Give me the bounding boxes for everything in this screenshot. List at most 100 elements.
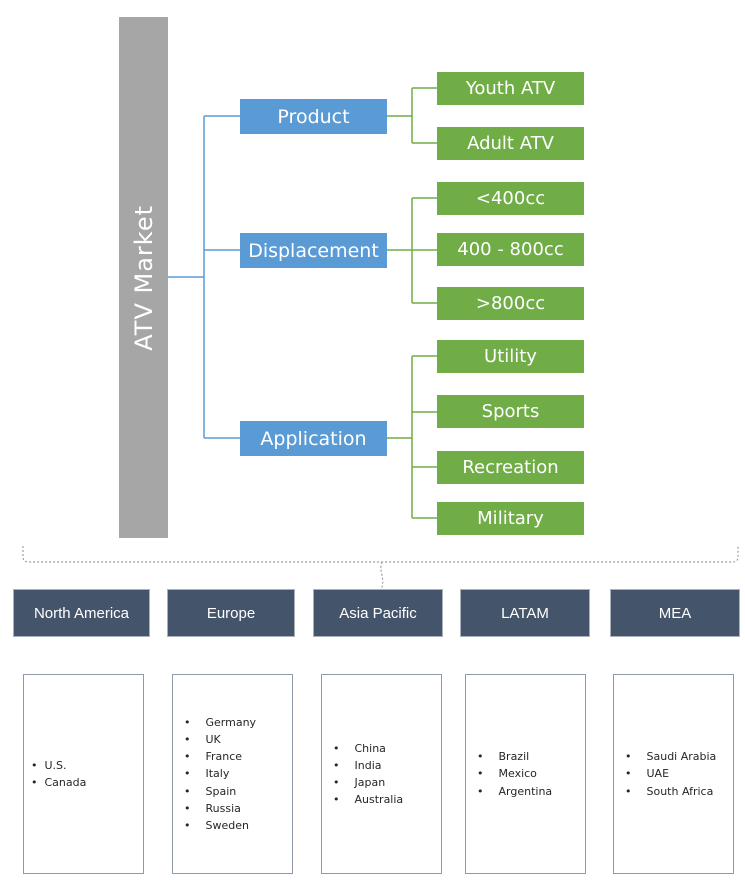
region-bracket-center-tick [380,561,384,591]
country-item: • Russia [184,800,290,817]
segment-application: Application [240,421,387,456]
country-label: China [354,741,386,755]
segment-label: Application [260,427,367,450]
country-label: Argentina [498,784,553,798]
country-item: • U.S. [31,757,141,774]
region-label: North America [33,604,130,622]
child-label: Adult ATV [467,133,554,154]
bullet-icon: • [333,758,340,772]
country-label: UAE [646,767,670,781]
country-label: Italy [205,767,230,781]
country-list-north-america: • U.S. • Canada [23,674,144,874]
country-list: •Germany•UK•France•Italy•Spain•Russia•Sw… [173,714,292,833]
child-military: Military [437,502,584,535]
country-item: • Sweden [184,817,290,834]
country-item: • UK [184,731,290,748]
country-label: Russia [205,801,241,815]
country-item: • Brazil [477,748,583,765]
child-label: Youth ATV [465,78,556,99]
region-label: Europe [206,604,256,622]
country-item: •Italy [184,765,290,782]
child-adult-atv: Adult ATV [437,127,584,160]
region-header-latam: LATAM [460,589,590,637]
country-label: Mexico [498,767,537,781]
country-label: Canada [44,776,87,789]
child-label: >800cc [475,293,546,314]
country-item: • India [333,757,439,774]
child-label: Military [477,508,544,529]
country-list-europe: •Germany•UK•France•Italy•Spain•Russia•Sw… [172,674,293,874]
country-label: Saudi Arabia [646,750,717,764]
country-label: South Africa [646,784,714,798]
child-recreation: Recreation [437,451,584,484]
child-gt-800cc: >800cc [437,287,584,320]
root-label: ATV Market [129,204,158,351]
bullet-icon: • [184,750,191,764]
child-lt-400cc: <400cc [437,182,584,215]
region-header-asia-pacific: Asia Pacific [313,589,443,637]
child-label: <400cc [475,188,546,209]
bullet-icon: • [625,750,632,764]
country-list: • Saudi Arabia • UAE • South Africa [614,748,733,799]
country-item: •Australia [333,791,439,808]
connector-application-children [387,355,437,519]
bullet-icon: • [184,801,191,815]
country-list: • Brazil • Mexico • Argentina [466,748,585,799]
child-utility: Utility [437,340,584,373]
child-youth-atv: Youth ATV [437,72,584,105]
child-label: Recreation [462,457,559,478]
connector-displacement-children [387,197,437,304]
region-label: LATAM [501,604,549,622]
country-label: UK [205,733,221,747]
country-label: Australia [354,793,404,807]
country-item: • France [184,748,290,765]
country-item: • Mexico [477,765,583,782]
country-item: • Spain [184,783,290,800]
country-label: Sweden [205,818,249,832]
country-list: • China • India •Japan•Australia [322,740,441,808]
connector-root-to-segments [168,115,240,439]
region-label: Asia Pacific [339,604,417,622]
country-label: India [354,758,382,772]
region-label: MEA [658,604,692,622]
country-label: Spain [205,784,237,798]
bullet-icon: • [477,784,484,798]
country-list-latam: • Brazil • Mexico • Argentina [465,674,586,874]
region-header-europe: Europe [167,589,295,637]
country-item: • Saudi Arabia [625,748,731,765]
bullet-icon: • [625,767,632,781]
child-sports: Sports [437,395,584,428]
country-item: • China [333,740,439,757]
bullet-icon: • [625,784,632,798]
connector-product-children [387,87,437,144]
country-item: •Germany [184,714,290,731]
child-400-800cc: 400 - 800cc [437,233,584,266]
country-list-asia-pacific: • China • India •Japan•Australia [321,674,442,874]
country-label: Brazil [498,750,530,764]
bullet-icon: • [31,758,38,772]
bullet-icon: • [477,750,484,764]
segment-label: Displacement [248,239,379,262]
region-bracket [22,546,739,563]
segment-product: Product [240,99,387,134]
country-label: France [205,750,243,764]
bullet-icon: • [31,776,38,789]
bullet-icon: • [184,784,191,798]
bullet-icon: • [333,741,340,755]
child-label: Utility [484,346,537,367]
country-item: • UAE [625,765,731,782]
country-list: • U.S. • Canada [24,757,143,791]
bullet-icon: • [184,818,191,832]
bullet-icon: • [477,767,484,781]
country-item: • South Africa [625,783,731,800]
region-header-mea: MEA [610,589,740,637]
bullet-icon: • [184,733,191,747]
country-item: • Canada [31,774,141,791]
child-label: Sports [481,401,540,422]
country-item: • Argentina [477,783,583,800]
country-item: •Japan [333,774,439,791]
country-label: U.S. [44,758,67,772]
country-label: Japan [354,776,386,789]
segment-label: Product [277,105,350,128]
child-label: 400 - 800cc [457,239,564,260]
